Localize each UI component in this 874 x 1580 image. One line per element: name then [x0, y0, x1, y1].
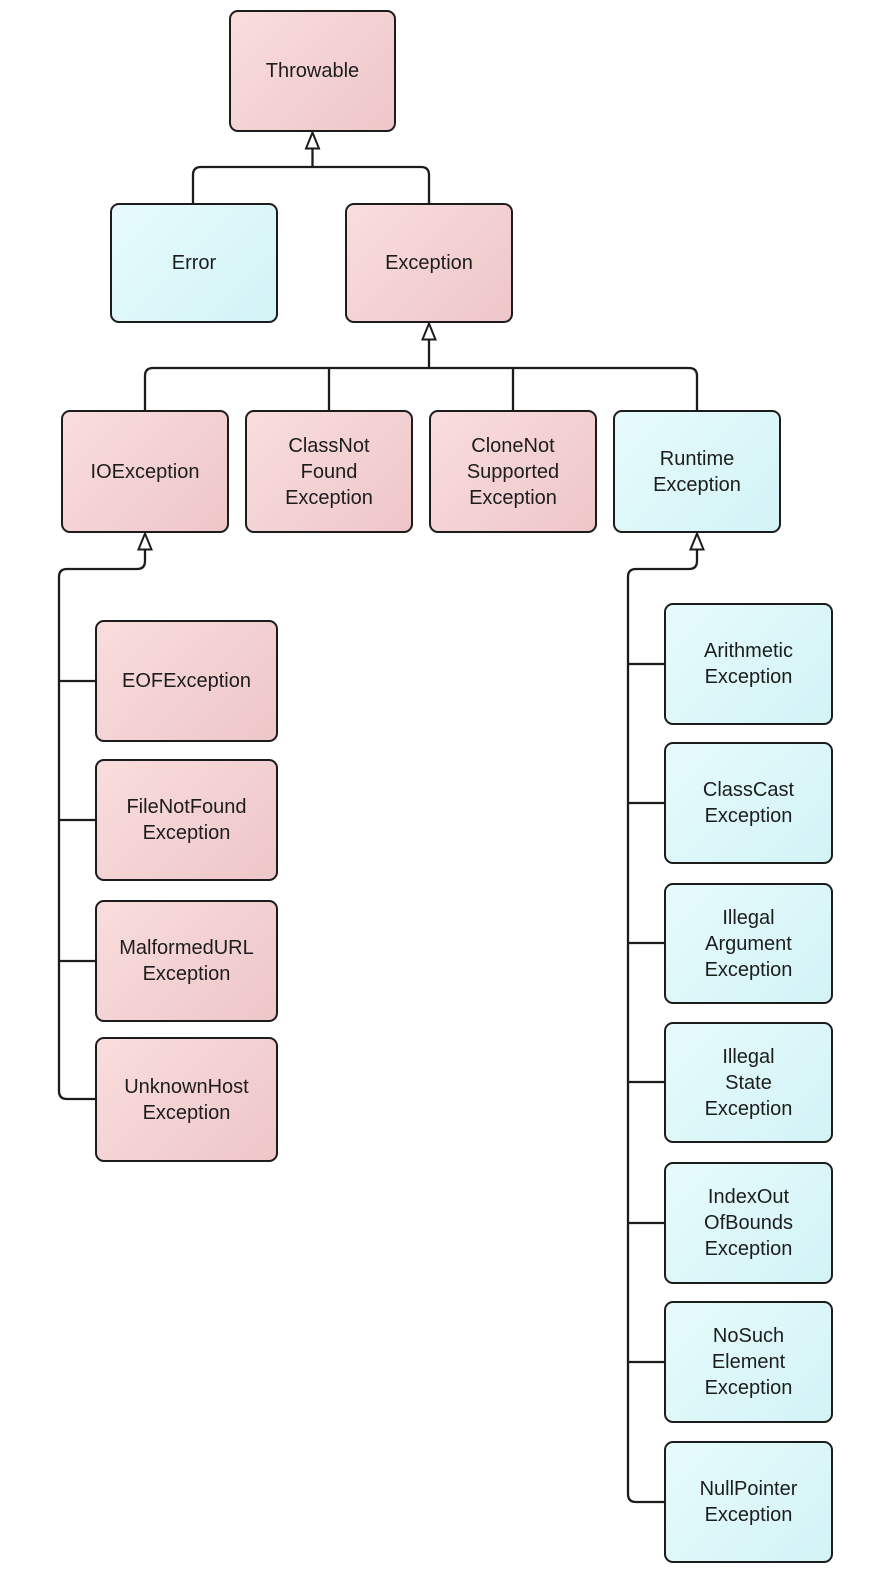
node-nosuchelement-label: NoSuch Element Exception [704, 1325, 793, 1399]
node-eofexception: EOFException [95, 620, 278, 742]
node-ioexception-label: IOException [90, 460, 200, 483]
node-indexoutofbounds: IndexOut OfBounds Exception [664, 1162, 833, 1284]
node-filenotfound: FileNotFound Exception [95, 759, 278, 881]
arrowhead-throwable-icon [304, 129, 321, 150]
node-classnotfound-label: ClassNot Found Exception [285, 434, 373, 509]
edge-ioexception-trunk [57, 549, 147, 1101]
arrowhead-exception-icon [421, 320, 437, 341]
edge-throwable-split [191, 165, 431, 203]
node-nullpointer: NullPointer Exception [664, 1441, 833, 1563]
node-throwable: Throwable [229, 10, 396, 132]
node-error-label: Error [171, 252, 217, 274]
node-throwable-label: Throwable [265, 60, 360, 82]
arrowhead-runtimeexception-icon [689, 530, 705, 551]
node-malformedurl: MalformedURL Exception [95, 900, 278, 1022]
node-nosuchelement: NoSuch Element Exception [664, 1301, 833, 1423]
node-filenotfound-label: FileNotFound Exception [126, 796, 247, 844]
node-exception-label: Exception [385, 252, 473, 274]
node-exception: Exception [345, 203, 513, 323]
node-clonenotsupported-label: CloneNot Supported Exception [466, 434, 560, 509]
node-classcast: ClassCast Exception [664, 742, 833, 864]
node-classcast-label: ClassCast Exception [702, 779, 795, 827]
node-unknownhost: UnknownHost Exception [95, 1037, 278, 1162]
edge-runtimeexception-trunk [626, 549, 699, 1504]
node-nullpointer-label: NullPointer Exception [699, 1478, 798, 1526]
node-illegalstate: Illegal State Exception [664, 1022, 833, 1143]
node-clonenotsupported: CloneNot Supported Exception [429, 410, 597, 533]
node-error: Error [110, 203, 278, 323]
node-arithmetic: Arithmetic Exception [664, 603, 833, 725]
node-eofexception-label: EOFException [122, 670, 251, 692]
node-illegalstate-label: Illegal State Exception [704, 1045, 793, 1120]
node-indexoutofbounds-label: IndexOut OfBounds Exception [704, 1186, 793, 1260]
edge-exception-split [143, 366, 699, 410]
node-arithmetic-label: Arithmetic Exception [704, 640, 793, 688]
node-classnotfound: ClassNot Found Exception [245, 410, 413, 533]
node-runtimeexception: Runtime Exception [613, 410, 781, 533]
arrowhead-ioexception-icon [137, 530, 153, 551]
node-unknownhost-label: UnknownHost Exception [124, 1075, 249, 1124]
node-runtimeexception-label: Runtime Exception [653, 447, 741, 496]
node-illegalargument: Illegal Argument Exception [664, 883, 833, 1004]
node-ioexception: IOException [61, 410, 229, 533]
node-malformedurl-label: MalformedURL Exception [119, 937, 254, 985]
node-illegalargument-label: Illegal Argument Exception [704, 906, 793, 981]
